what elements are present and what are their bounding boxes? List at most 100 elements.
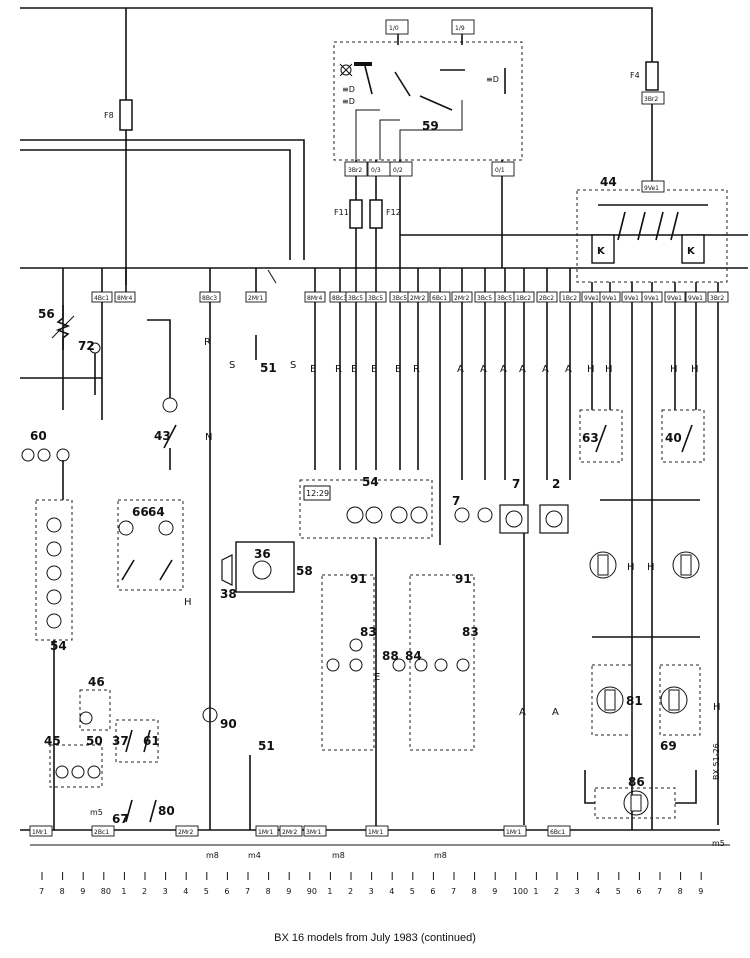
terminal-number: 4 [595,887,600,896]
svg-text:1Bc2: 1Bc2 [516,295,531,302]
svg-text:46: 46 [88,675,105,689]
svg-text:R: R [204,337,211,348]
terminal-number: 5 [204,887,209,896]
svg-text:7: 7 [512,477,520,491]
terminal-number: 100 [513,887,528,896]
component-43: 43 [147,319,178,470]
svg-text:91: 91 [350,572,367,586]
component-36-radio: 36 58 38 [220,541,313,601]
terminal-number: 1 [533,887,538,896]
terminal-number: 1 [121,887,126,896]
svg-text:3Bc5: 3Bc5 [368,295,383,302]
terminal-number: 90 [307,887,317,896]
svg-text:m4: m4 [248,851,261,860]
svg-text:66: 66 [132,505,149,519]
svg-text:2Mr2: 2Mr2 [178,829,193,836]
svg-text:1Mr1: 1Mr1 [258,829,273,836]
svg-text:3Br2: 3Br2 [348,167,362,174]
svg-text:2Mr2: 2Mr2 [454,295,469,302]
svg-text:67: 67 [112,812,129,826]
svg-text:63: 63 [582,431,599,445]
svg-text:1Mr1: 1Mr1 [32,829,47,836]
svg-text:51: 51 [260,361,277,375]
svg-text:8Mr4: 8Mr4 [307,295,322,302]
svg-text:36: 36 [254,547,271,561]
svg-text:H: H [605,364,613,375]
wire-color-letters: R S S E R E E E R A A A A A A H H H H H … [184,337,721,718]
terminal-number: 8 [266,887,271,896]
svg-text:2Bc1: 2Bc1 [94,829,109,836]
svg-text:H: H [647,562,655,573]
svg-text:86: 86 [628,775,645,789]
svg-text:56: 56 [38,307,55,321]
svg-text:83: 83 [462,625,479,639]
svg-text:H: H [184,597,192,608]
svg-text:m8: m8 [332,851,345,860]
connector-top-1: 1/0 [385,19,409,35]
svg-text:E: E [395,364,401,375]
svg-text:m5: m5 [712,839,725,848]
svg-text:A: A [552,707,559,718]
svg-text:61: 61 [143,734,160,748]
svg-text:9Ve1: 9Ve1 [667,295,682,302]
svg-text:m5: m5 [90,808,103,817]
terminal-number: 2 [554,887,559,896]
window-motors-upper [589,499,700,579]
svg-text:1Bc2: 1Bc2 [562,295,577,302]
svg-text:80: 80 [158,804,175,818]
svg-text:≡D: ≡D [342,97,355,106]
svg-text:7: 7 [452,494,460,508]
svg-text:K: K [597,246,606,257]
component-63: 63 [579,409,623,463]
terminal-number: 5 [410,887,415,896]
terminal-number: 9 [286,887,291,896]
svg-text:69: 69 [660,739,677,753]
components-7-7-2: 7 7 2 [452,477,569,534]
connector-top-2: 1/9 [451,19,475,35]
svg-text:88: 88 [382,649,399,663]
vertical-feeds [62,268,719,830]
svg-text:E: E [374,672,380,683]
svg-text:R: R [413,364,420,375]
svg-text:3Br2: 3Br2 [644,96,658,103]
svg-text:0/1: 0/1 [495,167,505,174]
fuse-f4: F4 [630,61,659,91]
component-40: 40 [661,409,705,463]
connector-row-top: 4Bc1 8Mr4 8Bc3 2Mr1 8Mr4 8Bc3 3Bc5 3Bc5 … [91,291,729,303]
svg-text:1Mr1: 1Mr1 [368,829,383,836]
terminal-number: 6 [224,887,229,896]
svg-text:2: 2 [552,477,560,491]
svg-text:1/0: 1/0 [389,25,399,32]
svg-text:9Ve1: 9Ve1 [688,295,703,302]
clock-display: 12:29 [306,489,329,498]
svg-text:3Bc5: 3Bc5 [477,295,492,302]
component-51-ground: 51 [249,739,275,830]
svg-text:2Bc2: 2Bc2 [539,295,554,302]
svg-text:9Ve1: 9Ve1 [624,295,639,302]
svg-text:6Bc1: 6Bc1 [550,829,565,836]
svg-text:A: A [519,707,526,718]
svg-text:2Mr2: 2Mr2 [410,295,425,302]
svg-text:3Br2: 3Br2 [710,295,724,302]
svg-text:H: H [670,364,678,375]
svg-text:0/3: 0/3 [371,167,381,174]
svg-text:A: A [500,364,507,375]
svg-text:A: A [457,364,464,375]
svg-text:H: H [713,702,721,713]
svg-text:1/9: 1/9 [455,25,465,32]
terminal-number: 9 [492,887,497,896]
svg-text:50: 50 [86,734,103,748]
component-56: 56 [38,305,75,350]
svg-text:9Ve1: 9Ve1 [644,185,659,192]
svg-text:0/2: 0/2 [393,167,403,174]
terminal-number: 80 [101,887,111,896]
terminal-number: 3 [369,887,374,896]
terminal-number: 1 [327,887,332,896]
terminal-number: 8 [678,887,683,896]
terminal-number: 6 [636,887,641,896]
fuse-f8: F8 [104,99,133,131]
components-91-88-84-83-right: 91 88 84 83 [382,572,479,751]
svg-text:R: R [335,364,342,375]
svg-text:≡D: ≡D [486,75,499,84]
